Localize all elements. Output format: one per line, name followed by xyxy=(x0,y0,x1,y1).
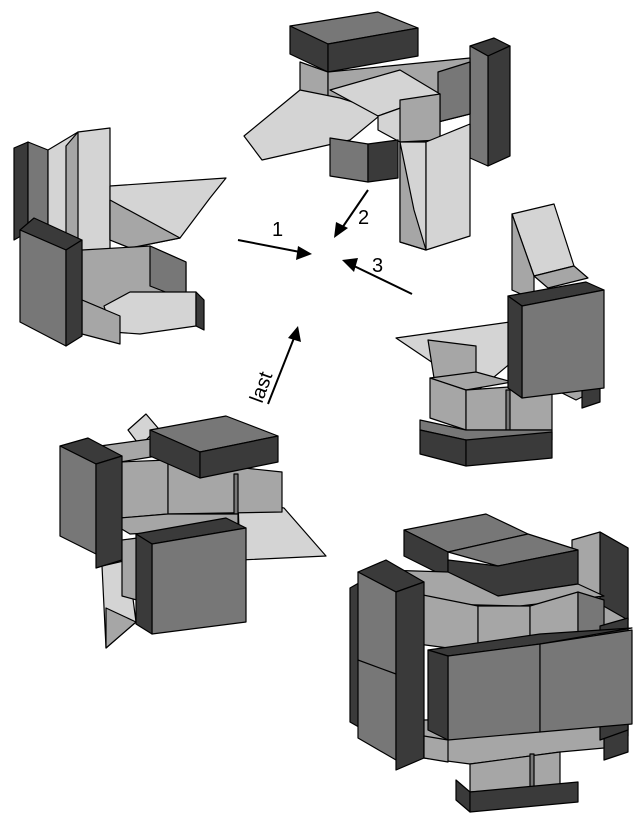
piece-top-left-front-block-face xyxy=(19,229,67,347)
arrow-3-label: 3 xyxy=(372,255,383,277)
piece-top-left xyxy=(13,127,227,347)
arrow-last-label: last xyxy=(246,369,277,406)
piece-top-center-lower-block xyxy=(329,137,369,183)
piece-bottom-left-front-block-face xyxy=(151,527,247,635)
piece-right xyxy=(395,203,605,467)
piece-bottom-left-spine-low-shade xyxy=(105,607,137,649)
piece-top-center-leg-side xyxy=(425,123,471,251)
piece-bottom-left-left-block-face xyxy=(59,445,97,555)
arrow-1 xyxy=(237,239,312,260)
piece-top-left-back-bar-front xyxy=(27,141,49,233)
assembled-bottom-slab-side xyxy=(469,781,579,813)
piece-top-left-wedge-side xyxy=(195,291,205,331)
piece-right-base-divider xyxy=(505,389,511,431)
piece-right-fin-cap xyxy=(533,265,589,289)
piece-top-center-mid-block-right xyxy=(437,61,471,123)
piece-bottom-left-body-divider xyxy=(233,473,239,515)
piece-bottom-left-body-left xyxy=(119,459,169,519)
piece-assembled xyxy=(349,513,633,813)
piece-top-left-front-block-side xyxy=(65,239,83,347)
piece-bottom-left-front-block-left xyxy=(135,533,153,635)
piece-top-center-beam-side xyxy=(399,93,441,143)
piece-top-center-right-bar-front xyxy=(469,45,489,167)
arrow-2-label: 2 xyxy=(358,207,369,229)
assembled-front-block-side xyxy=(427,649,449,741)
assembled-front-block-right-face xyxy=(539,629,633,733)
assembled-left-block-face xyxy=(357,571,397,761)
piece-top-center-right-bar-face xyxy=(487,45,511,167)
piece-bottom-left-left-block-side xyxy=(95,455,123,569)
arrow-2 xyxy=(334,189,369,238)
assembled-low-left-cube xyxy=(423,735,449,763)
piece-right-block-face xyxy=(521,289,605,399)
piece-top-center-cap-side xyxy=(327,27,419,73)
assembled-front-block-left-face xyxy=(447,643,541,741)
piece-bottom-left xyxy=(59,413,327,649)
piece-top-center-leg-diag xyxy=(399,141,427,251)
arrow-1-label: 1 xyxy=(272,219,283,241)
assembled-left-block-side xyxy=(395,581,425,771)
piece-right-block-left xyxy=(507,295,523,399)
assembled-low-cubes-div xyxy=(529,753,535,789)
piece-top-center xyxy=(243,11,511,251)
piece-top-center-lower-dark xyxy=(367,139,399,183)
piece-right-slab-side xyxy=(465,431,553,467)
assembled-bottom-slab-front xyxy=(455,779,471,813)
piece-bottom-left-top-block-side xyxy=(199,435,279,479)
arrow-last xyxy=(267,326,301,405)
arrow-3 xyxy=(342,258,413,295)
